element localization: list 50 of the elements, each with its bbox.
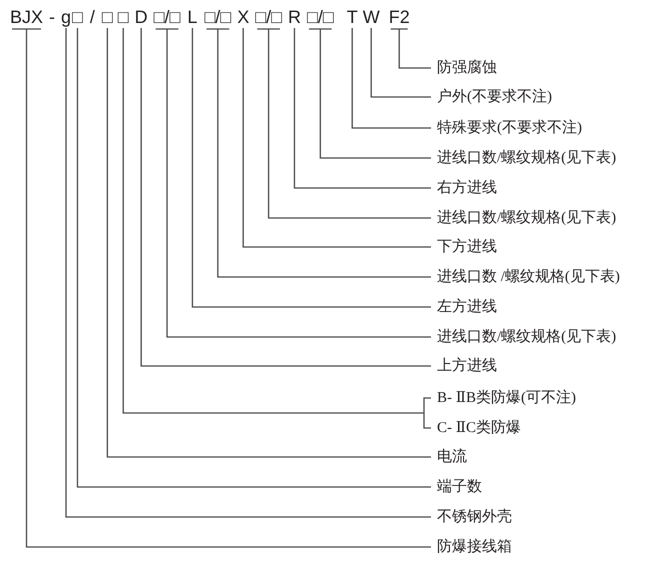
code-separator: / xyxy=(90,7,95,27)
code-separator: - xyxy=(49,7,56,27)
description-label: 下方进线 xyxy=(431,238,497,256)
leader-line xyxy=(192,28,431,308)
leader-line xyxy=(268,29,431,219)
description-label: 右方进线 xyxy=(431,179,497,197)
description-label: B- ⅡB类防爆(可不注) xyxy=(431,389,576,407)
model-code-part: □ xyxy=(102,7,113,27)
description-label: 户外(不要求不注) xyxy=(431,88,552,106)
description-label: 左方进线 xyxy=(431,298,497,316)
description-label: 不锈钢外壳 xyxy=(431,508,512,526)
model-code-part: □/□ xyxy=(306,7,334,27)
model-code-part: W xyxy=(362,7,380,27)
leader-line xyxy=(140,28,431,367)
description-label: 进线口数/螺纹规格(见下表) xyxy=(431,328,616,346)
leader-line xyxy=(217,29,431,278)
description-label: 进线口数/螺纹规格(见下表) xyxy=(431,209,616,227)
model-code-part: D xyxy=(134,7,148,27)
model-code-part: □/□ xyxy=(154,7,180,27)
model-code-part: □/□ xyxy=(255,7,282,27)
leader-line xyxy=(423,397,431,413)
description-label: 端子数 xyxy=(431,478,482,496)
model-code-part: □ xyxy=(118,7,129,27)
leader-line xyxy=(320,29,431,159)
description-label: 防强腐蚀 xyxy=(431,59,497,77)
description-label: 电流 xyxy=(431,448,467,466)
leader-line xyxy=(370,28,431,98)
description-label: 进线口数/螺纹规格(见下表) xyxy=(431,149,616,167)
leader-line xyxy=(352,28,431,129)
description-label: 上方进线 xyxy=(431,357,497,375)
model-code-part: T xyxy=(346,7,358,27)
leader-line xyxy=(122,28,424,414)
model-code-part: BJX xyxy=(10,7,44,27)
model-code-part: L xyxy=(187,7,198,27)
leader-line xyxy=(398,29,431,69)
leader-line xyxy=(166,29,431,338)
model-code-part: X xyxy=(237,7,250,27)
description-label: 特殊要求(不要求不注) xyxy=(431,119,582,137)
model-code-part: R xyxy=(288,7,301,27)
leader-line xyxy=(242,28,431,248)
description-label: 进线口数 /螺纹规格(见下表) xyxy=(431,268,620,286)
model-code-part: g xyxy=(61,7,72,27)
leader-line xyxy=(294,28,431,189)
model-code-part: □/□ xyxy=(204,7,232,27)
model-code-part: F2 xyxy=(388,7,410,27)
leader-line xyxy=(423,413,431,429)
model-code-part: □ xyxy=(72,7,83,27)
leader-line xyxy=(26,29,431,548)
description-label: C- ⅡC类防爆 xyxy=(431,419,521,437)
description-label: 防爆接线箱 xyxy=(431,538,512,556)
